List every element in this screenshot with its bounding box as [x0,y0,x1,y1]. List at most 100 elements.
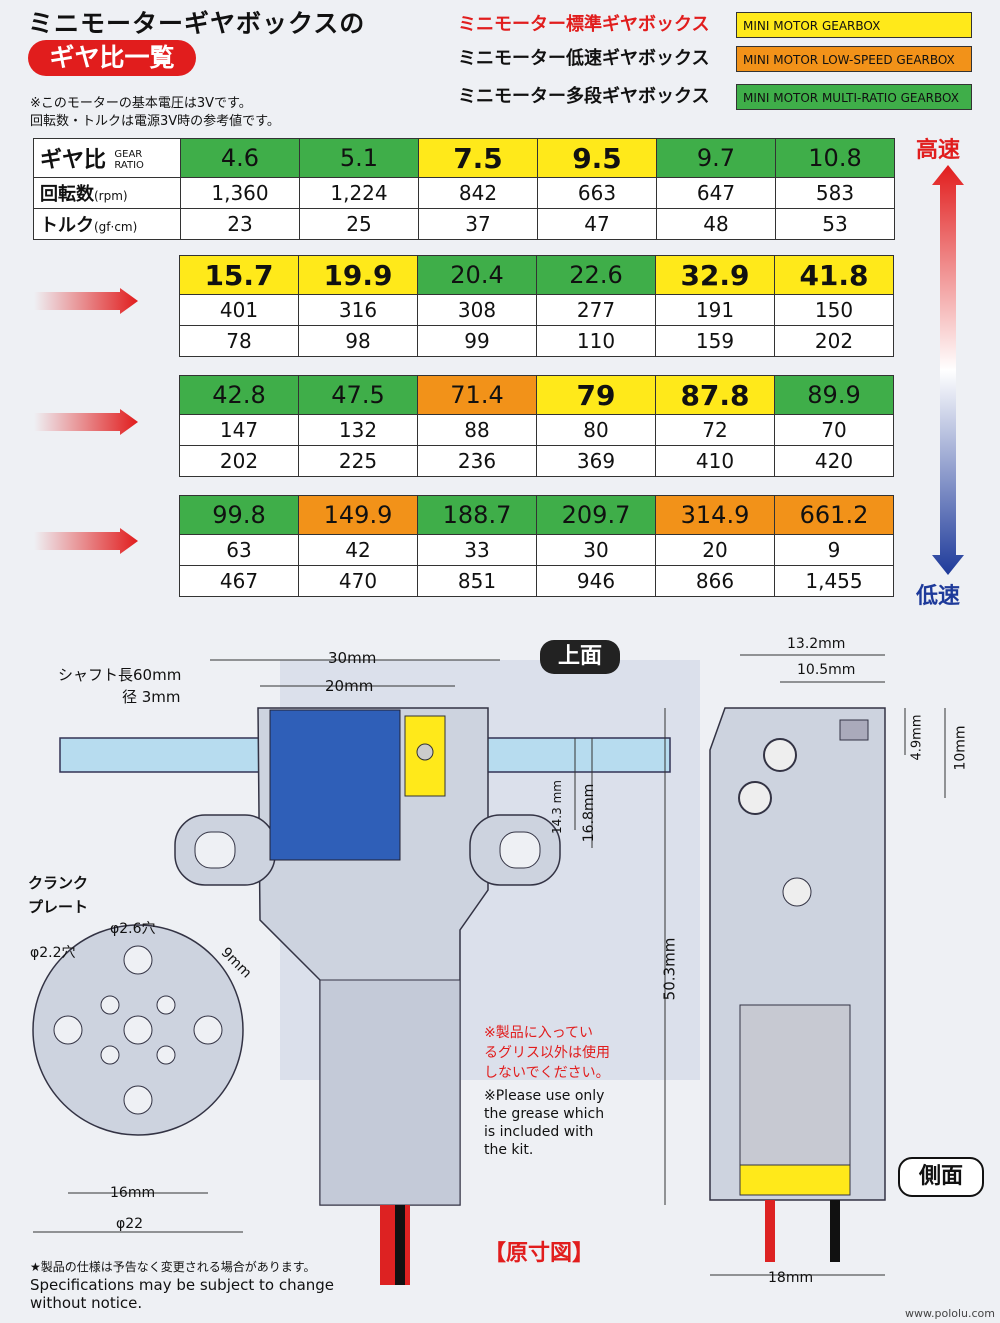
row-continue-arrow-icon [34,528,138,554]
ratio-cell: 22.6 [536,255,656,295]
dim-20mm: 20mm [325,677,374,695]
ratio-cell: 79 [536,375,656,415]
legend-jp-label: ミニモーター多段ギヤボックス [458,86,710,107]
hole-2-6-label: φ2.6穴 [110,921,156,937]
ratio-cell: 314.9 [655,495,775,535]
rpm-cell: 30 [536,534,656,566]
row-label: 回転数(rpm) [33,177,181,209]
rpm-cell: 147 [179,414,299,446]
dim-16-8mm: 16.8mm [581,783,598,843]
spec-notice-jp: ★製品の仕様は予告なく変更される場合があります。 [30,1260,316,1274]
rpm-cell: 308 [417,294,537,326]
rpm-cell: 132 [298,414,418,446]
grease-note-en-3: is included with [484,1124,594,1140]
row-continue-arrow-icon [34,288,138,314]
ratio-cell: 9.7 [656,138,776,178]
row-label [33,566,180,597]
torque-cell: 420 [774,445,894,477]
row-label [33,446,180,477]
rpm-cell: 150 [774,294,894,326]
torque-cell: 470 [298,565,418,597]
rpm-unit: (rpm) [94,189,128,203]
torque-cell: 53 [775,208,895,240]
ratio-cell: 15.7 [179,255,299,295]
ratio-cell: 99.8 [179,495,299,535]
torque-cell: 202 [179,445,299,477]
torque-cell: 99 [417,325,537,357]
grease-note-jp-2: るグリス以外は使用 [484,1045,610,1061]
ratio-cell: 47.5 [298,375,418,415]
torque-cell: 1,455 [774,565,894,597]
gear-ratio-en-2: RATIO [114,160,144,171]
rpm-cell: 72 [655,414,775,446]
shaft-diameter-label: 径 3mm [122,688,181,706]
rpm-cell: 63 [179,534,299,566]
gears [269,709,401,861]
rpm-cell: 316 [298,294,418,326]
ratio-cell: 188.7 [417,495,537,535]
top-view-tag: 上面 [540,640,620,674]
torque-cell: 225 [298,445,418,477]
torque-cell: 37 [418,208,538,240]
rpm-label: 回転数 [40,184,94,205]
legend-color-box: MINI MOTOR LOW-SPEED GEARBOX [736,46,972,72]
ratio-cell: 42.8 [179,375,299,415]
torque-cell: 47 [537,208,657,240]
grease-note-en-1: ※Please use only [484,1088,605,1104]
ratio-cell: 4.6 [180,138,300,178]
dim-16mm: 16mm [110,1185,156,1201]
grease-note-jp-1: ※製品に入ってい [484,1025,594,1041]
gear-ratio-en-1: GEAR [114,149,143,160]
ratio-cell: 20.4 [417,255,537,295]
torque-label: トルク [40,215,94,236]
side-view-tag: 側面 [898,1157,984,1197]
torque-cell: 48 [656,208,776,240]
torque-cell: 202 [774,325,894,357]
dim-18mm: 18mm [768,1270,814,1286]
ratio-cell: 9.5 [537,138,657,178]
rpm-cell: 401 [179,294,299,326]
legend-jp-label: ミニモーター標準ギヤボックス [458,14,710,35]
grease-note-jp-3: しないでください。 [484,1065,610,1081]
voltage-note: ※このモーターの基本電圧は3Vです。 [30,96,252,111]
actual-size-label: 【原寸図】 [484,1241,595,1266]
page-subtitle-badge: ギヤ比一覧 [28,40,196,76]
ratio-cell: 19.9 [298,255,418,295]
hole-2-2-label: φ2.2穴 [30,945,76,961]
torque-cell: 25 [299,208,419,240]
rpm-cell: 842 [418,177,538,209]
ratio-cell: 10.8 [775,138,895,178]
dim-13-2mm: 13.2mm [787,636,846,652]
rpm-cell: 583 [775,177,895,209]
torque-cell: 866 [655,565,775,597]
dim-10mm: 10mm [952,725,969,771]
ratio-cell: 87.8 [655,375,775,415]
legend-color-box: MINI MOTOR MULTI-RATIO GEARBOX [736,84,972,110]
ratio-cell: 71.4 [417,375,537,415]
ratio-cell: 89.9 [774,375,894,415]
torque-cell: 851 [417,565,537,597]
ratio-cell: 149.9 [298,495,418,535]
torque-cell: 236 [417,445,537,477]
torque-cell: 110 [536,325,656,357]
grease-note-en-4: the kit. [484,1142,534,1158]
rpm-cell: 20 [655,534,775,566]
rpm-cell: 1,224 [299,177,419,209]
torque-cell: 159 [655,325,775,357]
crank-plate-label-2: プレート [28,898,89,916]
ratio-cell: 41.8 [774,255,894,295]
rpm-cell: 42 [298,534,418,566]
ratio-cell: 5.1 [299,138,419,178]
legend-color-box: MINI MOTOR GEARBOX [736,12,972,38]
speed-gradient-arrow [932,165,964,575]
dimension-drawing [32,654,946,1285]
